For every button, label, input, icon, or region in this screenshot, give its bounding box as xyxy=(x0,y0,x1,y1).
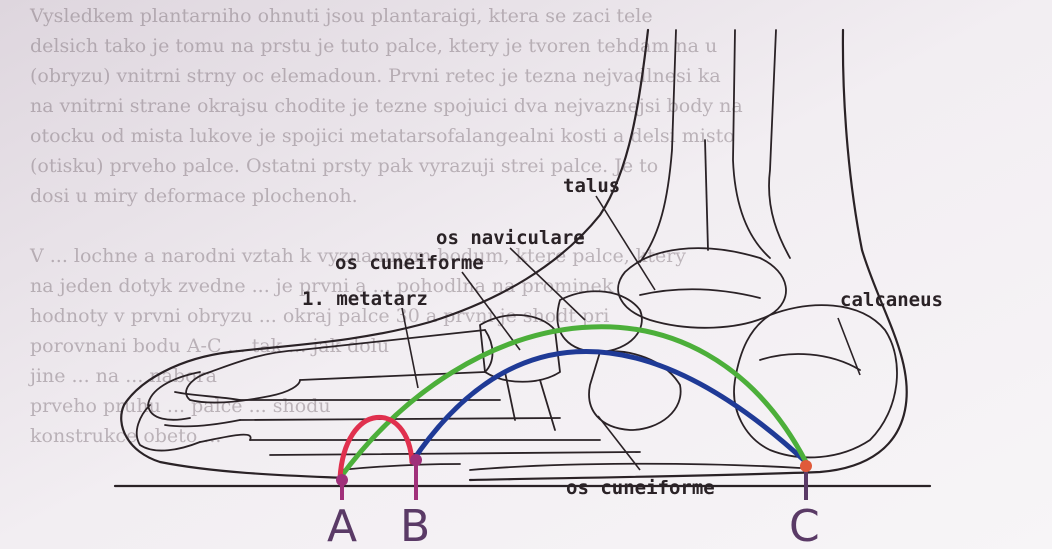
point-a-marker xyxy=(336,474,348,486)
label-1-metatarz: 1. metatarz xyxy=(302,288,428,310)
point-a-label: A xyxy=(327,501,357,549)
point-c-label: C xyxy=(789,501,820,549)
label-os-cuneiforme-upper: os cuneiforme xyxy=(335,252,484,274)
background-text-line: jine ... na ... nabora xyxy=(28,365,217,387)
point-c-marker xyxy=(800,460,812,472)
background-text-line: (otisku) prveho palce. Ostatni prsty pak… xyxy=(30,155,658,177)
label-os-cuneiforme-lower: os cuneiforme xyxy=(566,477,715,499)
point-b-label: B xyxy=(400,501,430,549)
background-text-line: prveho pruhu ... palce ... shodu xyxy=(30,395,331,417)
background-text-line: Vysledkem plantarniho ohnuti jsou planta… xyxy=(29,5,653,27)
point-b-marker xyxy=(410,454,422,466)
background-text-line: dosi u miry deformace plochenoh. xyxy=(30,185,358,207)
background-text-line: delsich tako je tomu na prstu je tuto pa… xyxy=(30,35,717,57)
label-calcaneus: calcaneus xyxy=(840,289,943,311)
label-talus: talus xyxy=(563,175,620,197)
label-os-naviculare: os naviculare xyxy=(436,227,585,249)
background-text-line: (obryzu) vnitrni strny oc elemadoun. Prv… xyxy=(30,65,721,87)
